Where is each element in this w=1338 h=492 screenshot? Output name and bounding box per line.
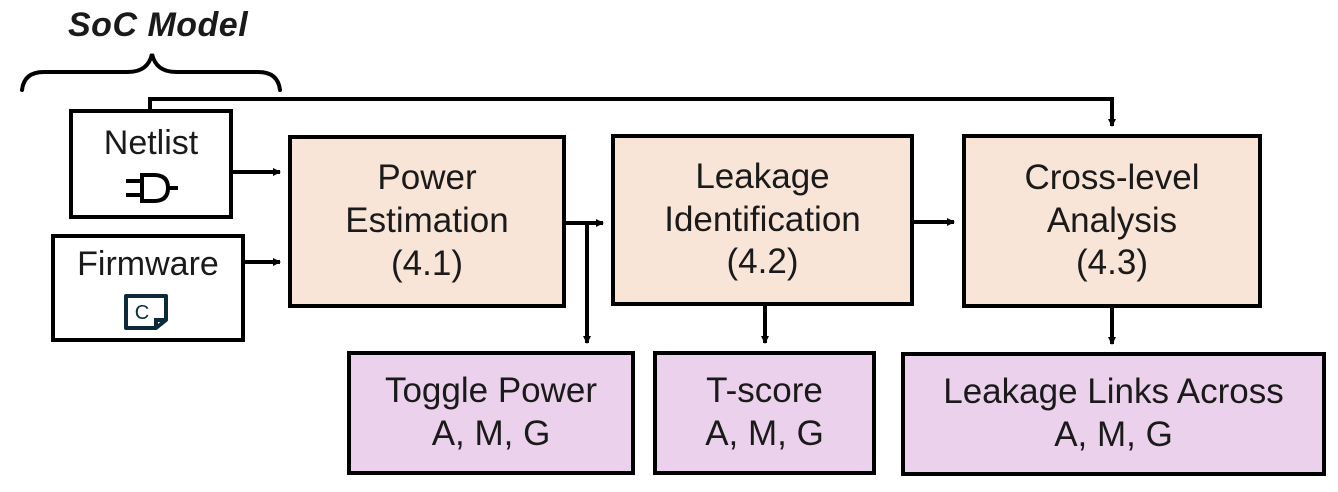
- stage-label-line1: Power: [377, 158, 477, 198]
- stage-power-estimation: Power Estimation (4.1): [288, 135, 566, 308]
- output-label-line1: Leakage Links Across: [943, 372, 1284, 412]
- netlist-box: Netlist: [69, 109, 233, 219]
- stage-section-number: (4.3): [1076, 243, 1148, 283]
- output-label-line1: T-score: [706, 371, 823, 411]
- code-file-letter: C: [135, 302, 149, 324]
- output-label-line2: A, M, G: [431, 414, 551, 453]
- arrow-netlist-to-crosslevel: [148, 97, 1116, 127]
- stage-label-line2: Estimation: [345, 201, 509, 241]
- output-label-line2: A, M, G: [1054, 415, 1173, 454]
- output-label-line2: A, M, G: [705, 414, 824, 453]
- netlist-label: Netlist: [103, 124, 199, 163]
- output-t-score: T-score A, M, G: [653, 351, 876, 475]
- plug-icon: [126, 172, 178, 203]
- firmware-label: Firmware: [77, 245, 219, 284]
- firmware-box: Firmware C: [51, 234, 245, 342]
- model-brace: [20, 53, 282, 92]
- stage-section-number: (4.2): [726, 242, 799, 282]
- stage-leakage-identification: Leakage Identification (4.2): [611, 134, 914, 306]
- diagram-title: SoC Model: [68, 6, 249, 44]
- arrow-power-to-toggle: [564, 221, 591, 344]
- stage-label-line1: Leakage: [695, 156, 830, 196]
- output-toggle-power: Toggle Power A, M, G: [347, 351, 635, 475]
- stage-label-line2: Identification: [664, 199, 861, 239]
- stage-label-line1: Cross-level: [1024, 157, 1200, 197]
- output-leakage-links-across: Leakage Links Across A, M, G: [901, 352, 1326, 476]
- stage-section-number: (4.1): [391, 243, 463, 283]
- output-label-line1: Toggle Power: [384, 371, 598, 411]
- stage-cross-level-analysis: Cross-level Analysis (4.3): [962, 134, 1262, 308]
- code-file-icon: C: [124, 293, 168, 330]
- stage-label-line2: Analysis: [1046, 200, 1178, 240]
